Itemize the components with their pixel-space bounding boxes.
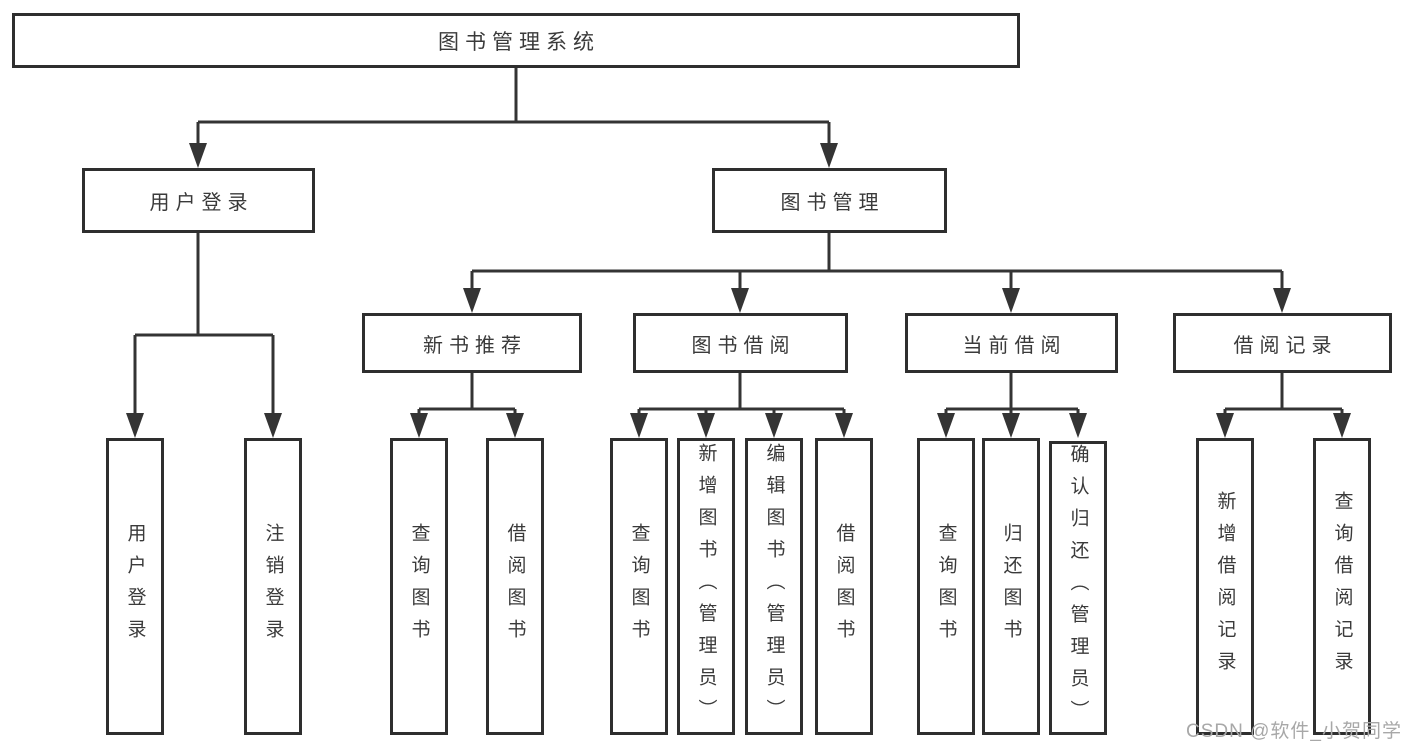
leaf-user-login: 用户登录 (106, 438, 164, 735)
leaf-label: 借阅图书 (833, 522, 855, 651)
leaf-edit-book-admin: 编辑图书（管理员） (745, 438, 803, 735)
leaf-label: 新增借阅记录 (1214, 490, 1236, 683)
leaf-borrow-books-1: 借阅图书 (486, 438, 544, 735)
leaf-label: 查询借阅记录 (1331, 490, 1353, 683)
leaf-label: 查询图书 (628, 522, 650, 651)
leaf-label: 借阅图书 (504, 522, 526, 651)
leaf-label: 确认归还（管理员） (1067, 444, 1089, 732)
leaf-logout: 注销登录 (244, 438, 302, 735)
leaf-add-book-admin: 新增图书（管理员） (677, 438, 735, 735)
leaf-label: 编辑图书（管理员） (763, 442, 785, 731)
leaf-query-books-1: 查询图书 (390, 438, 448, 735)
node-book-borrow: 图书借阅 (633, 313, 848, 373)
leaf-label: 查询图书 (935, 522, 957, 651)
leaf-query-books-2: 查询图书 (610, 438, 668, 735)
leaf-label: 注销登录 (262, 522, 284, 651)
leaf-add-borrow-record: 新增借阅记录 (1196, 438, 1254, 735)
node-book-management: 图书管理 (712, 168, 947, 233)
leaf-borrow-books-2: 借阅图书 (815, 438, 873, 735)
leaf-confirm-return-admin: 确认归还（管理员） (1049, 441, 1107, 735)
node-root-system: 图书管理系统 (12, 13, 1020, 68)
leaf-query-books-3: 查询图书 (917, 438, 975, 735)
leaf-return-book: 归还图书 (982, 438, 1040, 735)
leaf-query-borrow-record: 查询借阅记录 (1313, 438, 1371, 735)
node-user-login: 用户登录 (82, 168, 315, 233)
csdn-watermark: CSDN @软件_小贺同学 (1186, 721, 1402, 742)
leaf-label: 查询图书 (408, 522, 430, 651)
leaf-label: 用户登录 (124, 522, 146, 651)
node-new-book-recommend: 新书推荐 (362, 313, 582, 373)
node-borrow-records: 借阅记录 (1173, 313, 1392, 373)
node-current-borrow: 当前借阅 (905, 313, 1118, 373)
leaf-label: 新增图书（管理员） (695, 442, 717, 731)
leaf-label: 归还图书 (1000, 522, 1022, 651)
